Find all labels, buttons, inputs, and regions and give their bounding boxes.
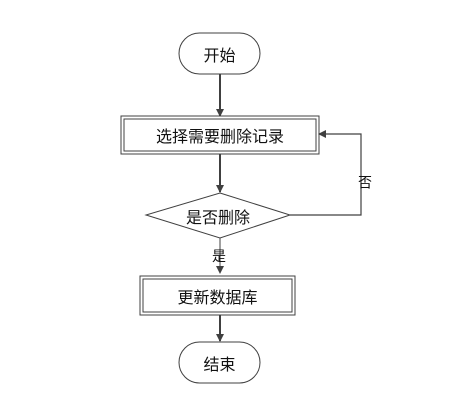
select-node-label: 选择需要删除记录 [155,127,284,146]
start-node-label: 开始 [203,45,236,65]
decision-node-label: 是否删除 [185,207,250,227]
end-node-shape [178,341,261,384]
edge-label-no: 否 [356,175,372,189]
edge-label-yes: 是 [212,249,226,265]
select-node-shape [120,115,320,155]
update-node-inner-border [142,278,293,313]
end-node-label: 结束 [203,354,236,374]
select-node-inner-border [123,118,317,152]
update-node-shape [139,275,296,316]
edge-decision-to-select-no [290,130,362,216]
update-node-label: 更新数据库 [177,287,258,307]
